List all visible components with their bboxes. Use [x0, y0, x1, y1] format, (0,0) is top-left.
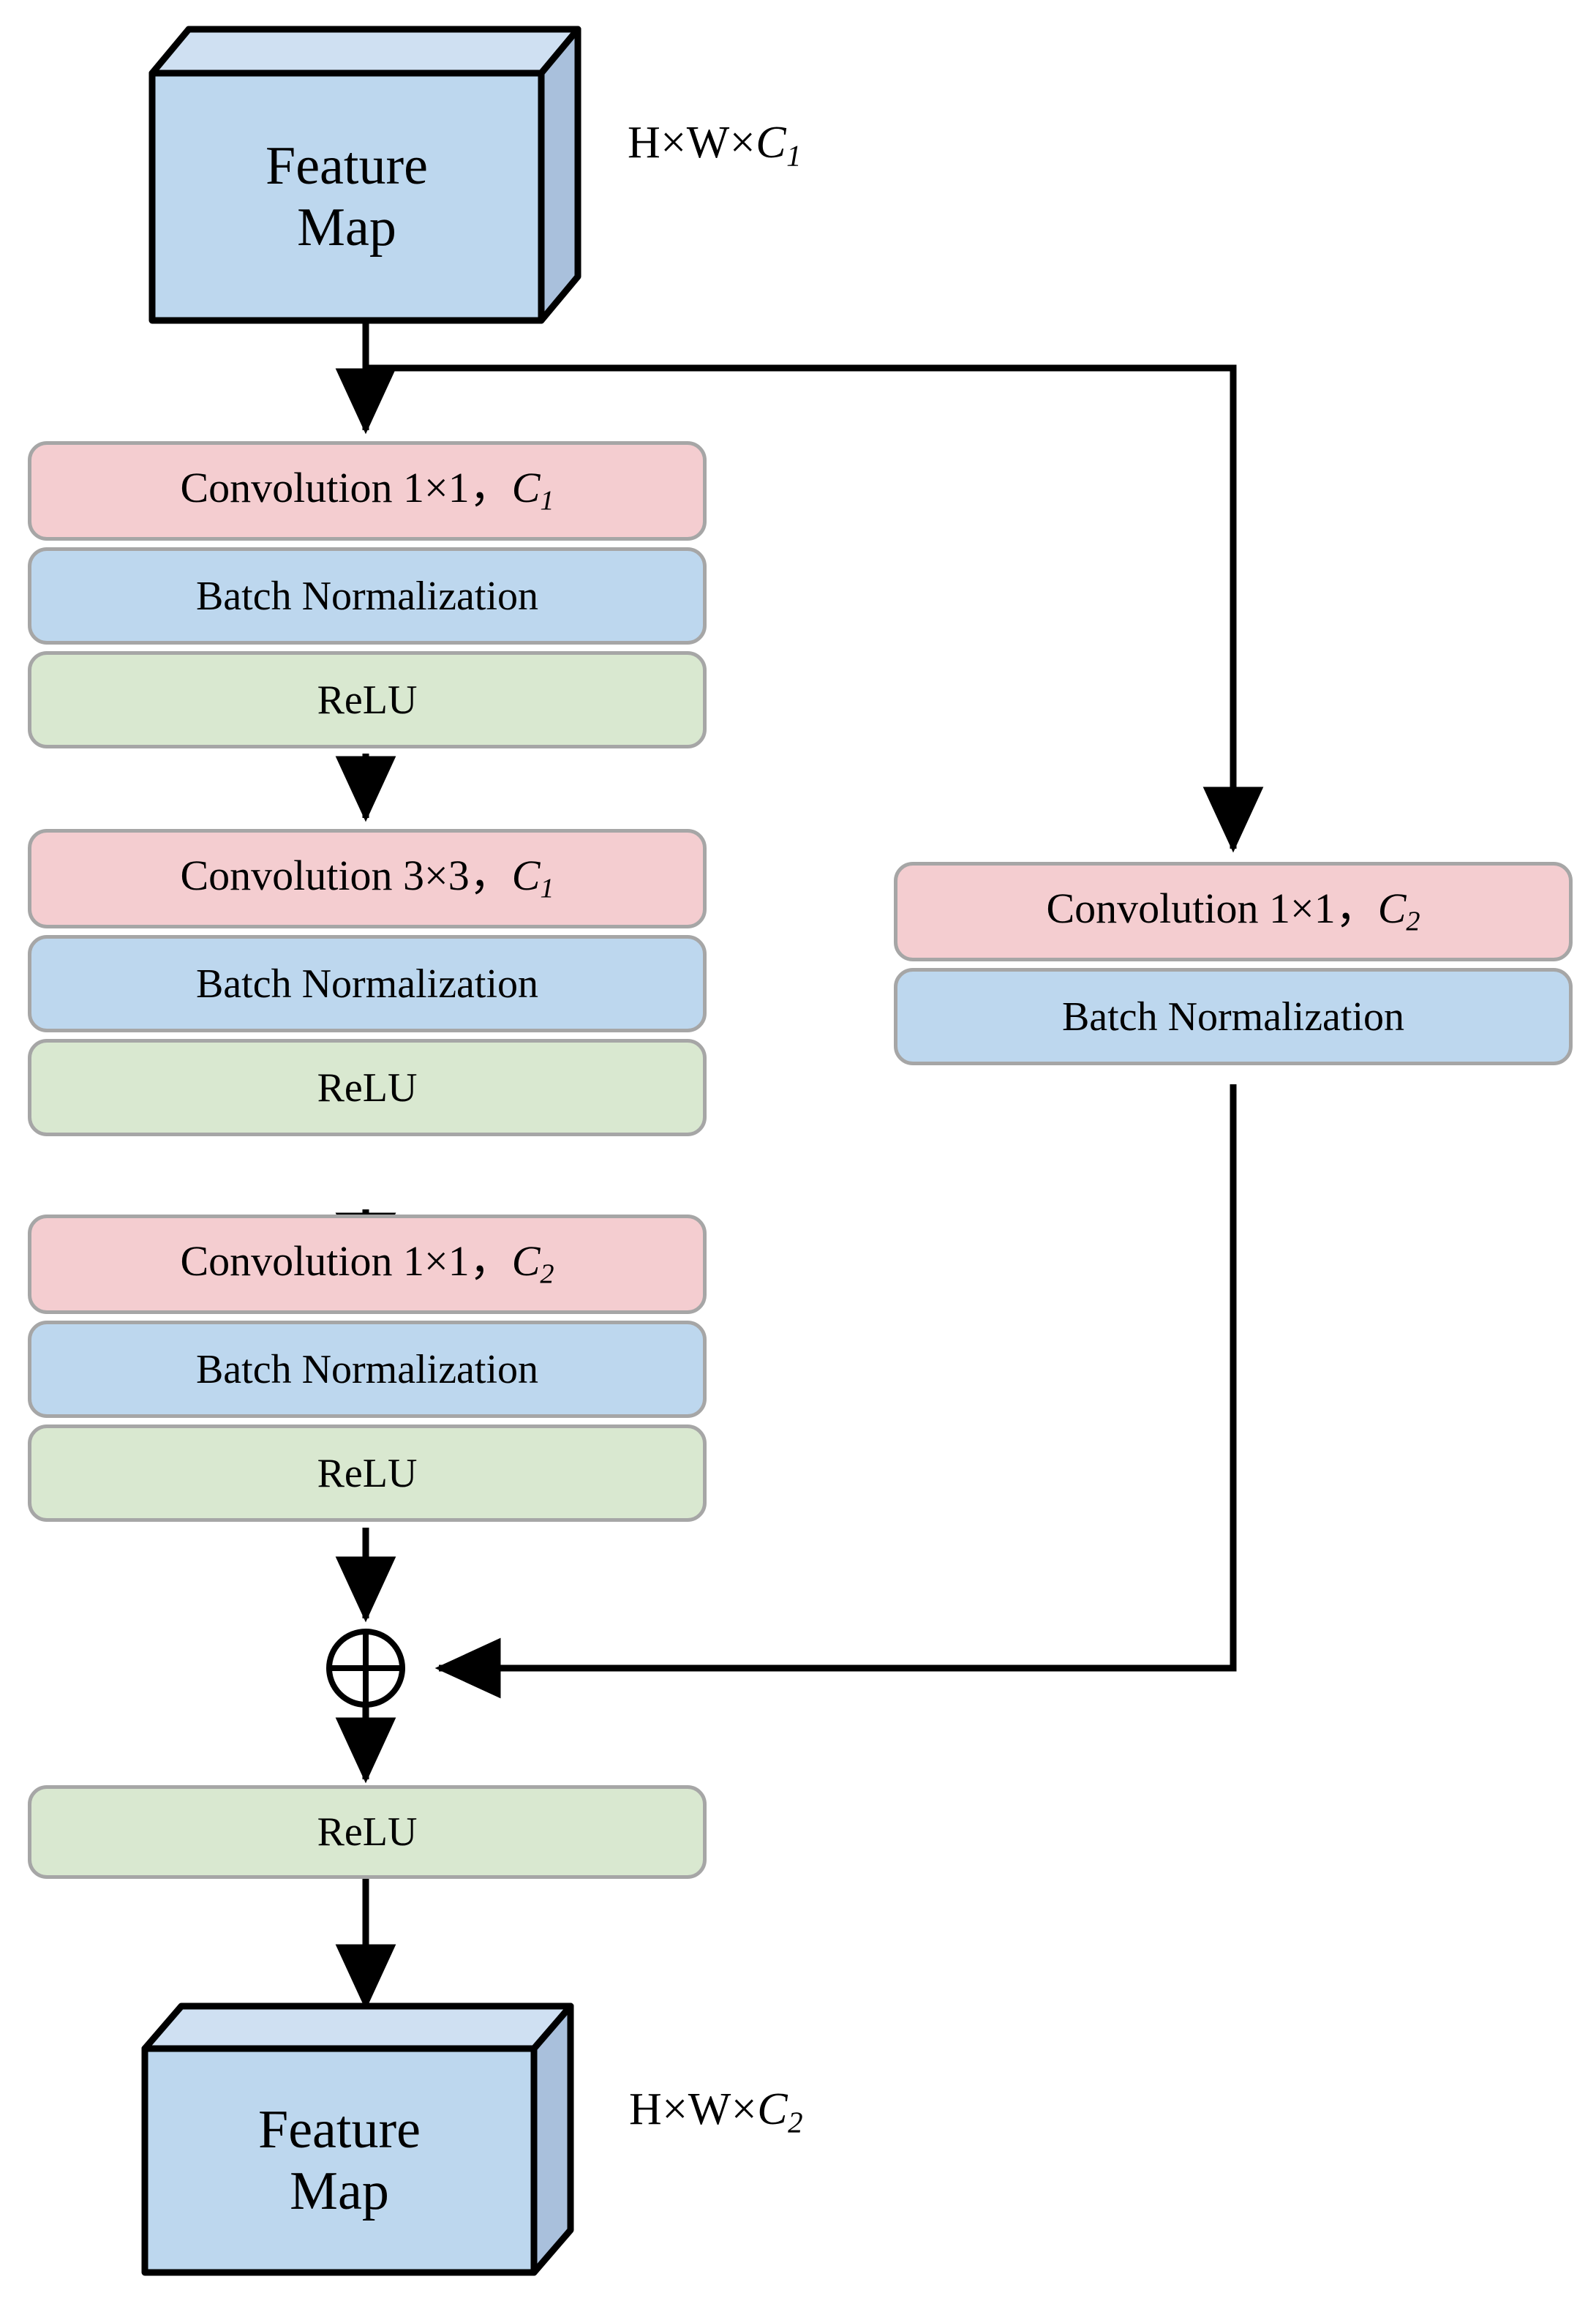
input-dimension-channel-subscript: 1 [786, 139, 802, 173]
output-feature-map-label: Feature Map [145, 2049, 534, 2272]
main-stage3-relu-label: ReLU [317, 1450, 418, 1496]
output-feature-map-label-line2: Map [290, 2161, 389, 2221]
main-stage1-relu-label: ReLU [317, 677, 418, 723]
main-stage1-bn-label: Batch Normalization [195, 573, 539, 619]
main-stage3-conv-label: Convolution 1×1，C2 [180, 1237, 554, 1290]
output-feature-map-label-line1: Feature [258, 2099, 421, 2160]
shortcut-conv-block[interactable]: Convolution 1×1，C2 [894, 862, 1573, 961]
main-stage1-conv-label: Convolution 1×1，C1 [180, 464, 554, 517]
shortcut-split-line [366, 364, 1264, 853]
main-stage2-relu-block[interactable]: ReLU [28, 1039, 707, 1136]
main-stage2-conv-block[interactable]: Convolution 3×3，C1 [28, 829, 707, 928]
main-stage3-bn-label: Batch Normalization [195, 1346, 539, 1392]
output-dimension-channel: C [757, 2084, 788, 2134]
main-stage3-conv-block[interactable]: Convolution 1×1，C2 [28, 1215, 707, 1314]
main-stage1-bn-block[interactable]: Batch Normalization [28, 547, 707, 645]
output-dimension-channel-subscript: 2 [788, 2106, 804, 2139]
final-relu-label: ReLU [317, 1809, 418, 1855]
main-stage3-bn-block[interactable]: Batch Normalization [28, 1321, 707, 1418]
shortcut-merge-line [434, 1084, 1237, 1699]
input-feature-map: Feature Map [152, 73, 541, 320]
output-dimension-label: H×W×C2 [629, 2084, 803, 2139]
output-feature-map: Feature Map [145, 2049, 534, 2272]
input-dimension-label: H×W×C1 [628, 117, 802, 173]
input-dimension-channel: C [756, 118, 787, 168]
shortcut-conv-label: Convolution 1×1，C2 [1046, 885, 1420, 937]
input-dimension-prefix: H×W× [628, 118, 756, 168]
input-feature-map-label-line1: Feature [266, 135, 428, 196]
output-feature-map-cuboid [141, 2002, 574, 2276]
shortcut-bn-block[interactable]: Batch Normalization [894, 968, 1573, 1065]
final-relu-block[interactable]: ReLU [28, 1785, 707, 1879]
main-stage1-conv-block[interactable]: Convolution 1×1，C1 [28, 441, 707, 541]
add-operator-icon [326, 1629, 405, 1708]
shortcut-bn-label: Batch Normalization [1061, 994, 1405, 1040]
input-feature-map-cuboid [148, 26, 581, 324]
main-stage2-bn-block[interactable]: Batch Normalization [28, 935, 707, 1032]
input-feature-map-label: Feature Map [152, 73, 541, 320]
main-stage2-bn-label: Batch Normalization [195, 961, 539, 1007]
main-stage3-relu-block[interactable]: ReLU [28, 1424, 707, 1522]
main-stage2-conv-label: Convolution 3×3，C1 [180, 852, 554, 904]
main-stage2-relu-label: ReLU [317, 1065, 418, 1111]
main-stage1-relu-block[interactable]: ReLU [28, 651, 707, 748]
output-dimension-prefix: H×W× [629, 2084, 758, 2134]
input-feature-map-label-line2: Map [297, 198, 396, 258]
